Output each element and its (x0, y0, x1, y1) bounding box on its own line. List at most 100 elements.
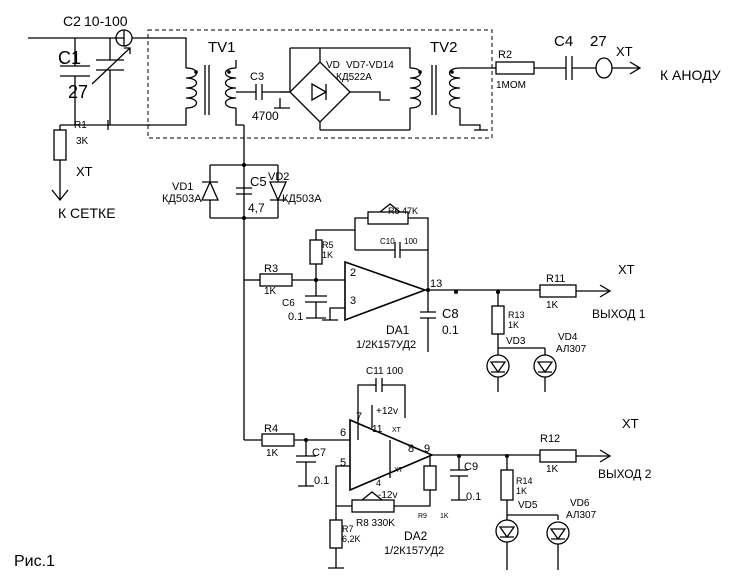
r9-value: 1K (440, 513, 449, 520)
connector-anode (595, 57, 613, 79)
r1-resistor (53, 129, 67, 161)
xt-small1: XT (392, 427, 402, 434)
vd4-type: АЛ307 (556, 344, 587, 355)
pin13-label: 13 (430, 278, 442, 290)
r8-label: R8 330K (356, 518, 395, 529)
c5-label: C5 (250, 174, 267, 189)
r5-resistor (309, 239, 323, 265)
bridge-diode-symbol (311, 82, 328, 102)
r14-label: R14 (516, 476, 533, 486)
wire-da2-noninv (335, 465, 350, 520)
vd1-diode (200, 180, 220, 201)
arrow-out2 (576, 449, 612, 463)
r3-resistor (259, 273, 293, 287)
out2-label: ВЫХОД 2 (598, 467, 652, 481)
r13-label: R13 (508, 310, 525, 320)
r1-value: 3K (76, 136, 89, 147)
c7-value: 0.1 (314, 475, 329, 487)
tv1-label: TV1 (208, 39, 236, 56)
r5-label: R5 (322, 240, 334, 250)
c9-capacitor (450, 456, 468, 501)
c4-label: C4 (554, 33, 573, 50)
wire-r6 (408, 217, 429, 290)
c6-value: 0.1 (288, 311, 303, 323)
da1-noninv-ground (322, 307, 345, 321)
r11-label: R11 (546, 273, 565, 285)
r1-label: R1 (74, 120, 87, 131)
vd2-type: КД503А (282, 193, 322, 205)
r4-value: 1K (266, 448, 279, 459)
c11-label: C11 100 (366, 366, 404, 377)
r12-resistor (539, 449, 577, 463)
wire-c2-tv1 (132, 37, 187, 68)
c5-value: 4,7 (248, 201, 265, 215)
vd6-type: АЛ307 (566, 510, 597, 521)
vd-type: КД522А (336, 72, 372, 83)
da2-label: DA2 (404, 529, 428, 543)
arrow-to-grid (51, 160, 69, 202)
r2-label: R2 (498, 49, 512, 61)
out1-label: ВЫХОД 1 (592, 307, 646, 321)
vd1-label: VD1 (172, 181, 193, 193)
vd3-led (486, 354, 510, 378)
r14-value: 1K (516, 486, 527, 496)
c10-label: C10 (380, 237, 395, 246)
pin5-label: 5 (340, 457, 346, 469)
r3-label: R3 (264, 263, 278, 275)
da1-label: DA1 (386, 323, 410, 337)
vd6-label: VD6 (570, 498, 590, 509)
pin7-label: 7 (356, 411, 362, 423)
r4-resistor (261, 433, 295, 447)
vd5-led (495, 519, 519, 543)
vd2-diode (268, 181, 288, 202)
c10-value: 100 (404, 237, 418, 246)
xt-out1-label: XT (618, 262, 635, 277)
c4-value: 27 (590, 33, 607, 50)
tv2-primary-coil (409, 67, 422, 109)
c2-value: 10-100 (84, 13, 128, 29)
c3-capacitor (236, 84, 290, 100)
c5-capacitor (236, 187, 252, 195)
c1-label: C1 (58, 48, 81, 68)
vd-range: VD7-VD14 (346, 60, 394, 71)
r9-label: R9 (418, 513, 427, 520)
pin9-label: 9 (424, 443, 430, 455)
xt-grid-label: XT (76, 164, 93, 179)
r3-value: 1K (264, 286, 277, 297)
wire-vd-c5 (209, 164, 279, 219)
wire-vd3-vd4 (497, 334, 546, 355)
c2-label: C2 (63, 13, 81, 29)
wire-tv1-ground (148, 108, 187, 126)
vd-label: VD (326, 60, 340, 71)
r7-label: R7 (342, 524, 354, 534)
r12-value: 1K (546, 464, 559, 475)
r13-resistor (491, 305, 505, 335)
c9-label: C9 (464, 461, 478, 473)
c7-label: C7 (312, 447, 326, 459)
c3-value: 4700 (252, 109, 279, 123)
c2-capacitor (96, 38, 124, 125)
c9-value: 0.1 (466, 491, 481, 503)
c8-label: C8 (442, 306, 459, 321)
da1-type: 1/2К157УД2 (356, 339, 416, 351)
da1-opamp (344, 260, 428, 322)
c8-capacitor (420, 290, 436, 352)
vd4-label: VD4 (558, 332, 578, 343)
da2-opamp (349, 418, 435, 492)
wire-top-input (28, 30, 125, 46)
dashed-enclosure (147, 29, 493, 139)
r11-value: 1K (546, 300, 559, 311)
wire-r8 (336, 490, 431, 507)
tv1-core (204, 65, 210, 115)
tv1-secondary-coil (224, 67, 237, 109)
tv2-label: TV2 (430, 39, 458, 56)
r13-value: 1K (508, 320, 519, 330)
c8-value: 0.1 (442, 323, 459, 337)
pin2-label: 2 (350, 267, 356, 279)
r11-resistor (539, 284, 577, 298)
wire-vd5-vd6 (506, 500, 559, 520)
r5-value: 1K (322, 250, 333, 260)
c7-capacitor (296, 440, 316, 487)
c1-capacitor (60, 38, 90, 125)
